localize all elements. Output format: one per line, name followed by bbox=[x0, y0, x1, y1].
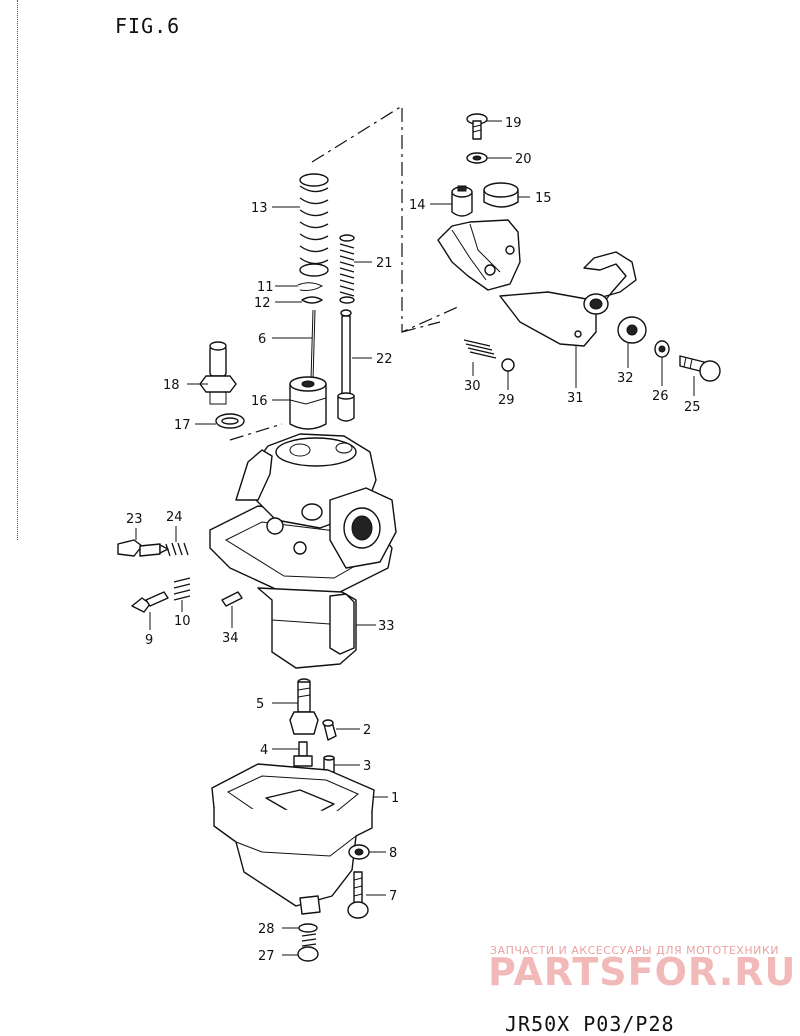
part-11-needle-clip bbox=[297, 282, 324, 291]
callout-31: 31 bbox=[567, 391, 584, 406]
part-2-jet bbox=[322, 719, 337, 741]
callout-29: 29 bbox=[498, 393, 515, 408]
part-8-washer bbox=[348, 844, 370, 860]
callout-2: 2 bbox=[363, 723, 371, 738]
part-27-drain-screw bbox=[297, 933, 319, 962]
callout-21: 21 bbox=[376, 256, 393, 271]
part-18-fitting bbox=[199, 341, 237, 405]
callout-1: 1 bbox=[391, 791, 399, 806]
watermark-tagline: ЗАПЧАСТИ И АКСЕССУАРЫ ДЛЯ МОТОТЕХНИКИ bbox=[490, 944, 779, 957]
callout-22: 22 bbox=[376, 352, 393, 367]
part-6-jet-needle bbox=[310, 309, 316, 381]
callout-10: 10 bbox=[174, 614, 191, 629]
part-7-screw bbox=[347, 871, 369, 919]
part-9-screw bbox=[131, 591, 169, 613]
callout-34: 34 bbox=[222, 631, 239, 646]
part-16-throttle-valve bbox=[289, 376, 327, 430]
callout-15: 15 bbox=[535, 191, 552, 206]
part-17-gasket bbox=[215, 413, 245, 429]
part-29-ball bbox=[501, 358, 515, 372]
part-10-spring bbox=[173, 577, 191, 601]
part-25-screw bbox=[679, 355, 721, 382]
callout-5: 5 bbox=[256, 697, 264, 712]
watermark-logo: PARTSFOR.RU bbox=[488, 950, 797, 994]
part-1-float-bowl bbox=[211, 763, 375, 915]
part-13-throttle-spring bbox=[299, 173, 329, 277]
callout-4: 4 bbox=[260, 743, 268, 758]
callout-7: 7 bbox=[389, 889, 397, 904]
part-31-choke-lever bbox=[499, 251, 637, 347]
part-20-washer bbox=[466, 152, 488, 164]
part-34-pin bbox=[221, 591, 243, 607]
part-4-jet bbox=[293, 741, 313, 767]
part-24-spring bbox=[165, 542, 189, 557]
part-12-retainer bbox=[301, 296, 323, 304]
part-15-cap bbox=[483, 182, 519, 208]
carburetor-body bbox=[209, 433, 397, 669]
callout-20: 20 bbox=[515, 152, 532, 167]
choke-bracket bbox=[437, 219, 521, 291]
callout-32: 32 bbox=[617, 371, 634, 386]
callout-3: 3 bbox=[363, 759, 371, 774]
callout-28: 28 bbox=[258, 922, 275, 937]
part-32-bushing bbox=[617, 316, 647, 344]
callout-9: 9 bbox=[145, 633, 153, 648]
callout-16: 16 bbox=[251, 394, 268, 409]
part-23-pilot-screw bbox=[117, 539, 169, 557]
part-22-idle-screw bbox=[337, 309, 355, 422]
callout-14: 14 bbox=[409, 198, 426, 213]
callout-30: 30 bbox=[464, 379, 481, 394]
model-code: JR50X P03/P28 bbox=[505, 1012, 675, 1036]
callout-24: 24 bbox=[166, 510, 183, 525]
callout-26: 26 bbox=[652, 389, 669, 404]
callout-12: 12 bbox=[254, 296, 271, 311]
callout-labels: 19 20 14 15 13 21 11 12 6 22 18 16 17 30… bbox=[126, 116, 701, 964]
callout-17: 17 bbox=[174, 418, 191, 433]
callout-27: 27 bbox=[258, 949, 275, 964]
part-21-idle-spring bbox=[339, 234, 355, 304]
part-19-screw bbox=[466, 113, 488, 140]
leader-lines bbox=[135, 120, 695, 956]
part-28-o-ring bbox=[298, 923, 318, 933]
figure-title: FIG.6 bbox=[115, 14, 181, 38]
callout-11: 11 bbox=[257, 280, 274, 295]
part-26-washer bbox=[654, 340, 670, 358]
callout-33: 33 bbox=[378, 619, 395, 634]
callout-6: 6 bbox=[258, 332, 266, 347]
callout-25: 25 bbox=[684, 400, 701, 415]
part-14-cap bbox=[451, 185, 473, 217]
page-edge-line bbox=[17, 0, 18, 540]
part-5-jet-holder bbox=[289, 678, 319, 735]
assembly-guide-lines bbox=[229, 104, 461, 441]
callout-23: 23 bbox=[126, 512, 143, 527]
callout-19: 19 bbox=[505, 116, 522, 131]
callout-13: 13 bbox=[251, 201, 268, 216]
part-30-spring bbox=[463, 339, 497, 359]
callout-18: 18 bbox=[163, 378, 180, 393]
callout-8: 8 bbox=[389, 846, 397, 861]
